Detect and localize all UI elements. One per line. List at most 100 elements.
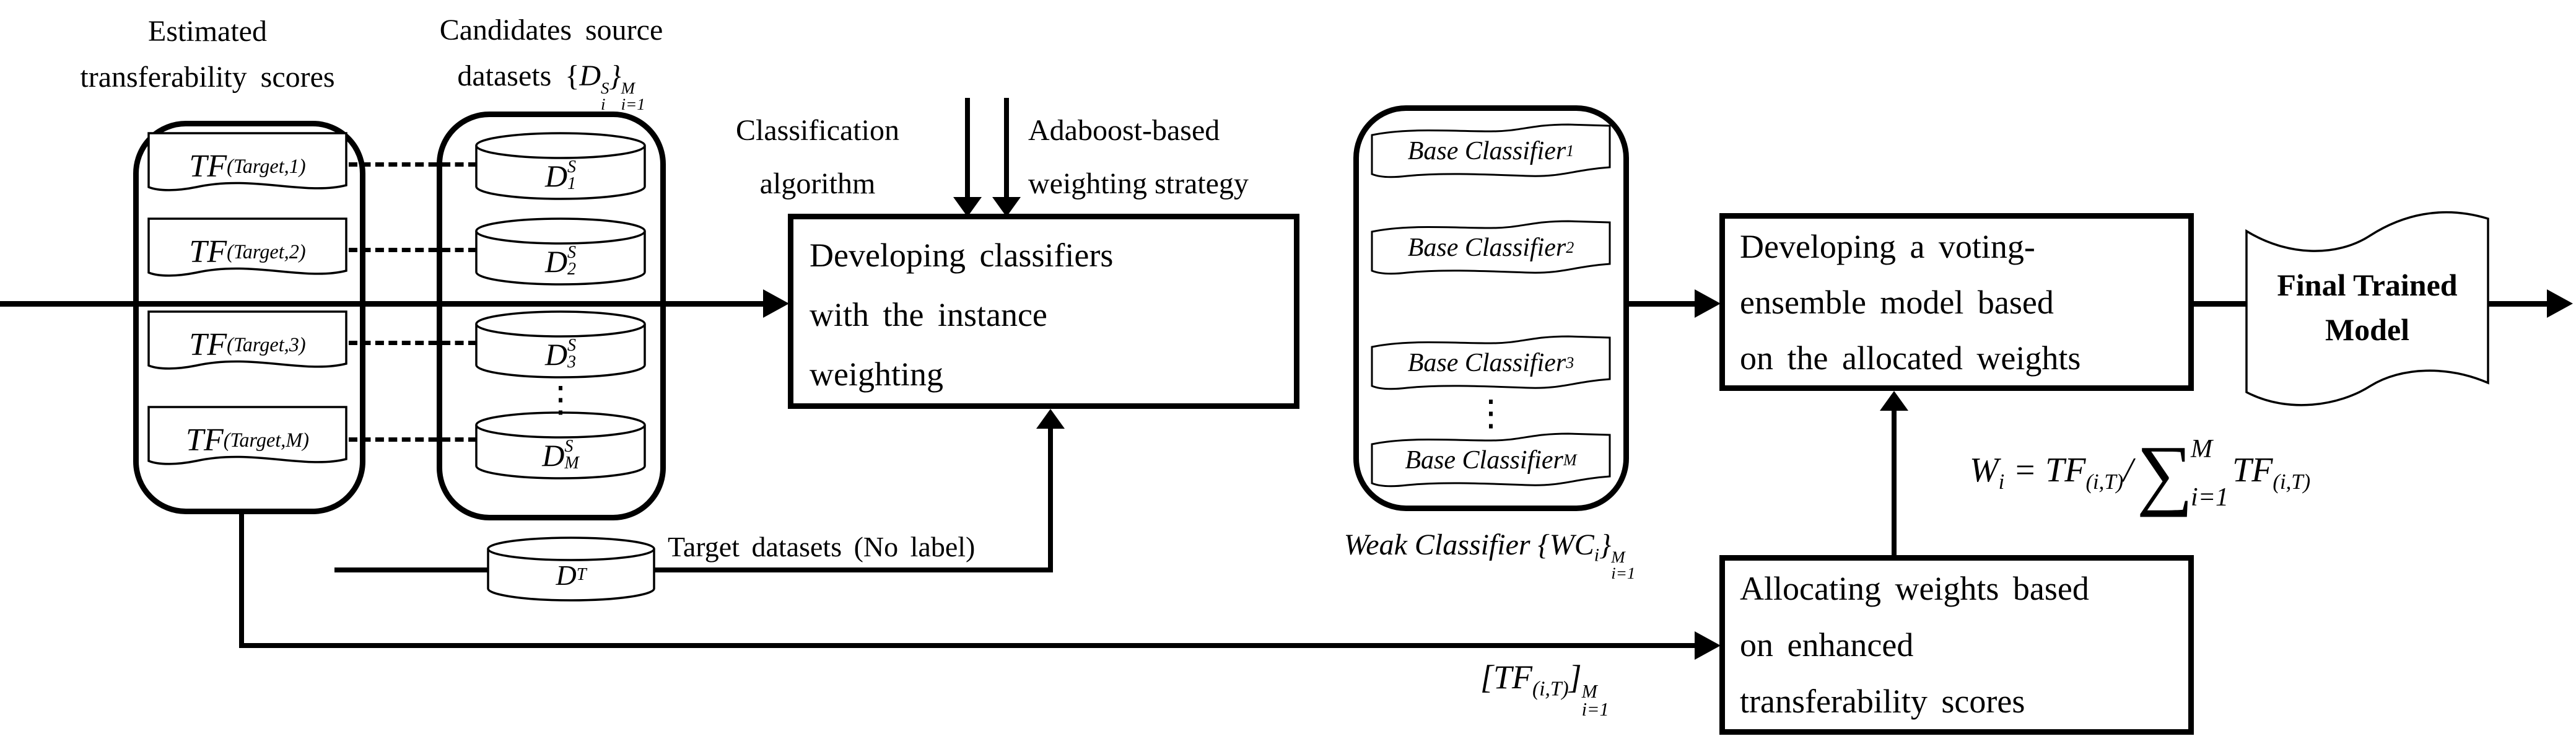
tf-vector-tf-sub: (i,T) [1532,677,1569,701]
arrowhead-into-dev-box [763,289,789,318]
target-datasets-label: Target datasets (No label) [668,531,976,563]
adaboost-line2: weighting strategy [1028,167,1249,200]
ds2-sup: S [567,243,577,263]
tf-vector-im: i=1 [1581,698,1609,720]
adaboost-arrow-line [1004,98,1009,200]
tf-doc-4: TF(Target,M) [147,405,348,475]
tf-vector-close: ] [1568,659,1582,696]
formula-tf1-sub: (i,T) [2085,470,2124,494]
arrowhead-classification [953,197,982,217]
classification-arrow-line [965,98,970,200]
bc2-base: Base Classifier [1407,233,1566,262]
cylinder-top-icon [475,132,646,159]
document-shape-icon [147,310,347,370]
adaboost-strategy-label: Adaboost-based weighting strategy [1028,104,1350,211]
document-shape-icon [147,406,347,465]
wc-label-wc: WC [1549,528,1594,561]
classification-line1: Classification [736,114,899,147]
source-datasets-ellipsis: ⋮ [543,379,579,419]
tf-scores-bottom-line [239,643,1697,648]
formula-tf1: TF [2045,450,2086,489]
dash-connector-1 [349,162,477,167]
dev-box-line3: weighting [810,356,943,393]
weights-up-line [1892,409,1897,555]
cylinder-body-icon [475,146,646,200]
ds1-sub: 1 [567,174,577,193]
candidates-brace: } [609,59,621,92]
tf3-sub: (Target,3) [227,333,306,356]
formula-tf2: TF [2232,450,2273,489]
cylinder-top-icon [475,411,646,439]
tf1-sub: (Target,1) [227,154,306,177]
weak-classifiers-container [1353,105,1629,511]
cylinder-top-icon [487,537,655,561]
dsM-sub: M [564,453,579,473]
dev-box-line2: with the instance [810,296,1047,333]
target-up-line [1048,426,1053,570]
candidates-d-sub: i [600,94,606,113]
flag-shape-icon [1371,123,1611,178]
ds1-sup: S [567,157,577,177]
dash-connector-4 [349,437,477,442]
voting-box-line1: Developing a voting- [1740,228,2035,265]
candidates-d-sup: S [600,79,609,98]
voting-ensemble-box: Developing a voting- ensemble model base… [1719,213,2194,391]
dev-box-line1: Developing classifiers [810,237,1114,274]
arrowhead-into-dev-bottom [1036,409,1065,429]
arrowhead-into-voting-box [1695,289,1721,318]
candidates-heading-line1: Candidates source [439,14,663,46]
tf-doc-3: TF(Target,3) [147,310,348,379]
target-cyl-base: D [556,559,577,591]
voting-box-line2: ensemble model based [1740,284,2054,321]
document-shape-icon [147,132,347,191]
arrowhead-into-alloc-box [1695,631,1721,660]
cylinder-top-icon [475,310,646,338]
cylinder-body-icon [475,425,646,480]
formula-sum-top: M [2191,435,2213,463]
cylinder-body-icon [487,549,655,602]
formula-w: W [1970,450,1999,489]
bc2-sub: 2 [1566,238,1574,256]
weak-to-voting-line [1626,301,1700,307]
bcM-sub: M [1563,450,1577,469]
wc-label-m: M [1611,548,1625,567]
bc1-sub: 1 [1566,141,1574,160]
tf4-sub: (Target,M) [223,428,309,451]
final-model-flag: Final Trained Model [2243,197,2491,417]
estimated-scores-heading: Estimated transferability scores [34,9,381,100]
document-shape-icon [147,217,347,277]
arrowhead-final-output [2547,289,2573,318]
tf-scores-container [133,121,365,514]
ds1-base: D [544,159,568,193]
flag-shape-icon [1371,335,1611,390]
formula-tf2-sub: (i,T) [2273,470,2311,494]
bc3-sub: 3 [1566,353,1574,372]
formula-sum-bottom: i=1 [2191,483,2229,512]
alloc-box-line1: Allocating weights based [1740,570,2089,607]
tf2-base: TF [189,234,227,269]
main-flow-line [0,301,766,307]
ds2-base: D [544,244,568,279]
banner-shape-icon [2245,211,2489,406]
candidates-heading-prefix: datasets { [457,59,580,92]
wc-label-wc-sub: i [1594,545,1600,566]
target-datasets-line [334,567,1053,572]
tf4-base: TF [186,422,224,458]
classification-line2: algorithm [759,167,876,200]
arrowhead-adaboost [992,197,1021,217]
